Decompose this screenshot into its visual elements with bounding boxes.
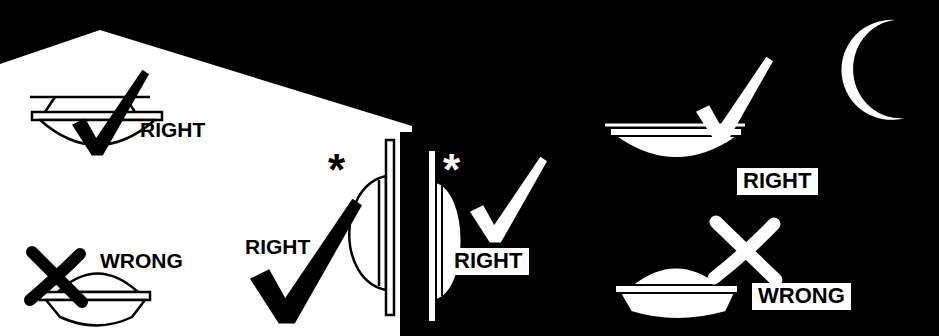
x-mark: [714, 222, 776, 280]
house-shape: [0, 30, 412, 336]
moon-crescent: [841, 20, 905, 120]
label-text: WRONG: [100, 250, 183, 271]
check-mark: [72, 70, 149, 156]
boxed-label: RIGHT: [737, 168, 818, 195]
box-text: WRONG: [758, 284, 845, 308]
asterisk: *: [328, 148, 345, 192]
x-mark: [30, 252, 82, 302]
label-text: RIGHT: [140, 119, 205, 140]
wall-fixture: [349, 140, 394, 315]
check-mark: [250, 199, 362, 324]
label-text: RIGHT: [245, 236, 310, 257]
boxed-label: WRONG: [752, 283, 851, 310]
boxed-label: RIGHT: [448, 248, 529, 275]
asterisk: *: [443, 148, 460, 192]
wrong-x-marks: [30, 222, 776, 302]
check-mark: [470, 157, 547, 243]
check-mark: [696, 57, 773, 143]
box-text: RIGHT: [743, 169, 811, 193]
box-text: RIGHT: [454, 249, 522, 273]
